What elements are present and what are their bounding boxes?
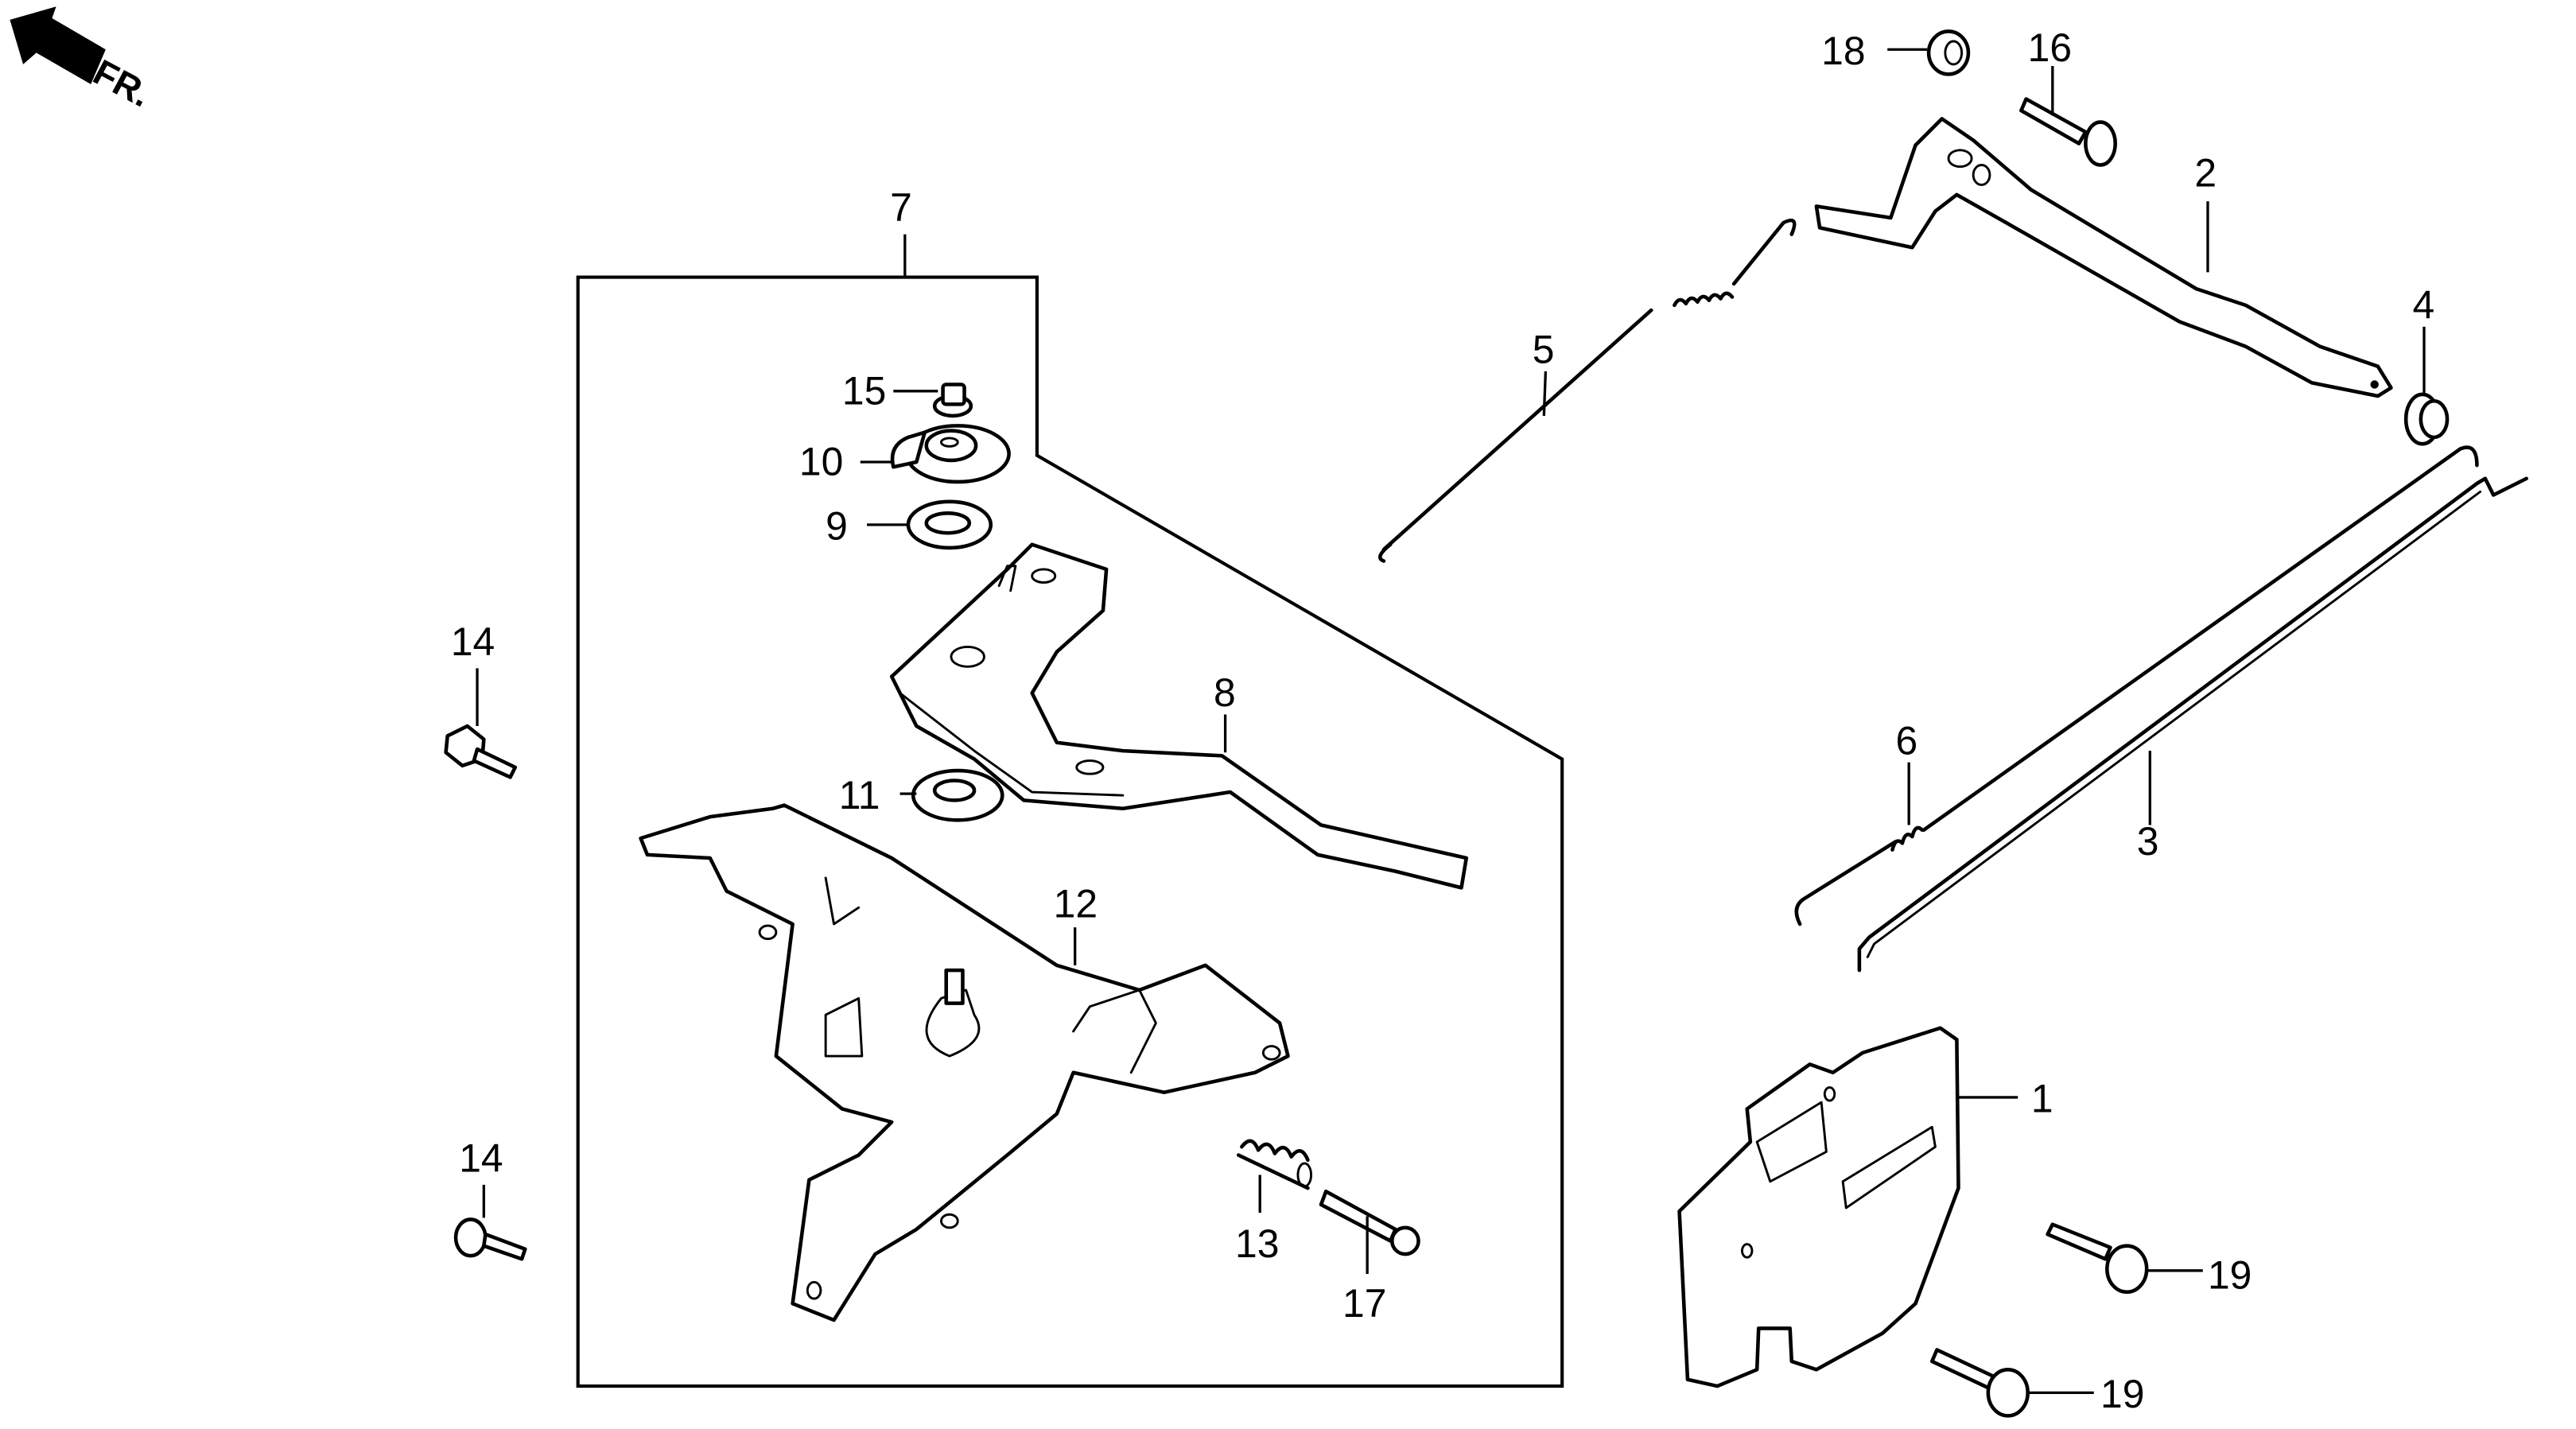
callout-9[interactable]: 9 [826,504,848,549]
callout-1[interactable]: 1 [2031,1077,2053,1121]
part-1-cover-plate[interactable]: 1 [1677,1026,2053,1388]
part-14a-flange-bolt[interactable]: 14 [444,619,518,779]
callout-15[interactable]: 15 [842,368,886,413]
part-17-screw[interactable]: 17 [1319,1189,1420,1326]
front-direction-arrow-icon [10,6,106,84]
part-4-grommet[interactable]: 4 [2403,282,2450,446]
callout-5[interactable]: 5 [1533,328,1555,372]
callout-19b[interactable]: 19 [2100,1372,2144,1416]
part-11-washer[interactable]: 11 [839,768,1004,822]
callout-14b[interactable]: 14 [459,1136,503,1180]
part-13-coil-spring[interactable]: 13 [1235,1139,1313,1266]
part-6-spring-rod[interactable]: 6 [1794,445,2479,926]
callout-10[interactable]: 10 [799,440,843,484]
part-15-flange-nut[interactable]: 15 [842,368,973,418]
callout-2[interactable]: 2 [2194,150,2217,195]
callout-8[interactable]: 8 [1214,670,1236,715]
part-10-friction-plate[interactable]: 10 [799,424,1011,484]
callout-18[interactable]: 18 [1821,29,1865,73]
part-9-washer[interactable]: 9 [826,499,993,550]
part-8-control-lever[interactable]: 8 [889,542,1469,890]
part-5-spring-rod[interactable]: 5 [1378,218,1797,563]
callout-19a[interactable]: 19 [2208,1253,2252,1298]
callout-7[interactable]: 7 [890,185,912,230]
part-18-nut[interactable]: 18 [1821,29,1971,76]
front-direction-indicator: FR. [10,6,157,115]
part-19b-flange-bolt[interactable]: 19 [1929,1348,2144,1418]
callout-11[interactable]: 11 [839,773,880,817]
assembly-7-boundary: 7 [576,185,1564,1388]
callout-3[interactable]: 3 [2137,819,2159,864]
callout-12[interactable]: 12 [1054,882,1098,926]
callout-13[interactable]: 13 [1235,1221,1279,1266]
callout-6[interactable]: 6 [1896,718,1918,763]
callout-14a[interactable]: 14 [451,619,495,664]
part-19a-flange-bolt[interactable]: 19 [2046,1222,2252,1298]
part-14b-flange-bolt[interactable]: 14 [453,1136,527,1261]
part-2-control-lever-arm[interactable]: 2 [1814,117,2393,398]
part-3-rod[interactable]: 3 [1857,476,2528,973]
callout-4[interactable]: 4 [2412,282,2434,327]
part-12-control-base[interactable]: 12 [639,803,1290,1322]
callout-16[interactable]: 16 [2028,25,2072,70]
callout-17[interactable]: 17 [1342,1281,1386,1326]
part-16-bolt[interactable]: 16 [2019,25,2118,167]
